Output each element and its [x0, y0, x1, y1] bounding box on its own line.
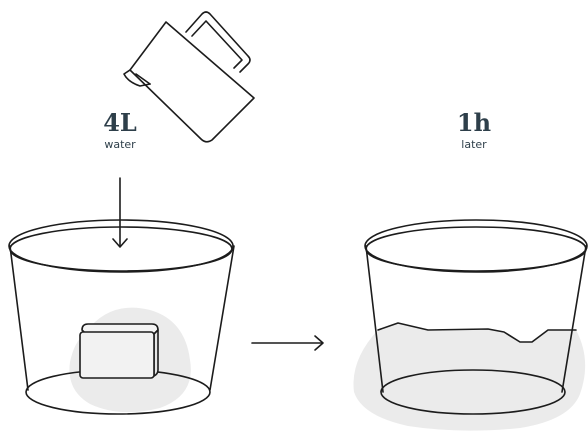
arrow-down-icon — [112, 177, 128, 248]
water-label: water — [104, 138, 136, 151]
bucket-with-water-icon — [353, 219, 588, 431]
time-amount: 1h — [457, 108, 491, 137]
pitcher-icon — [123, 11, 255, 143]
time-label: later — [461, 138, 487, 151]
arrow-right-icon — [251, 335, 324, 351]
water-amount: 4L — [103, 108, 137, 137]
bucket-with-block-icon — [8, 219, 235, 415]
